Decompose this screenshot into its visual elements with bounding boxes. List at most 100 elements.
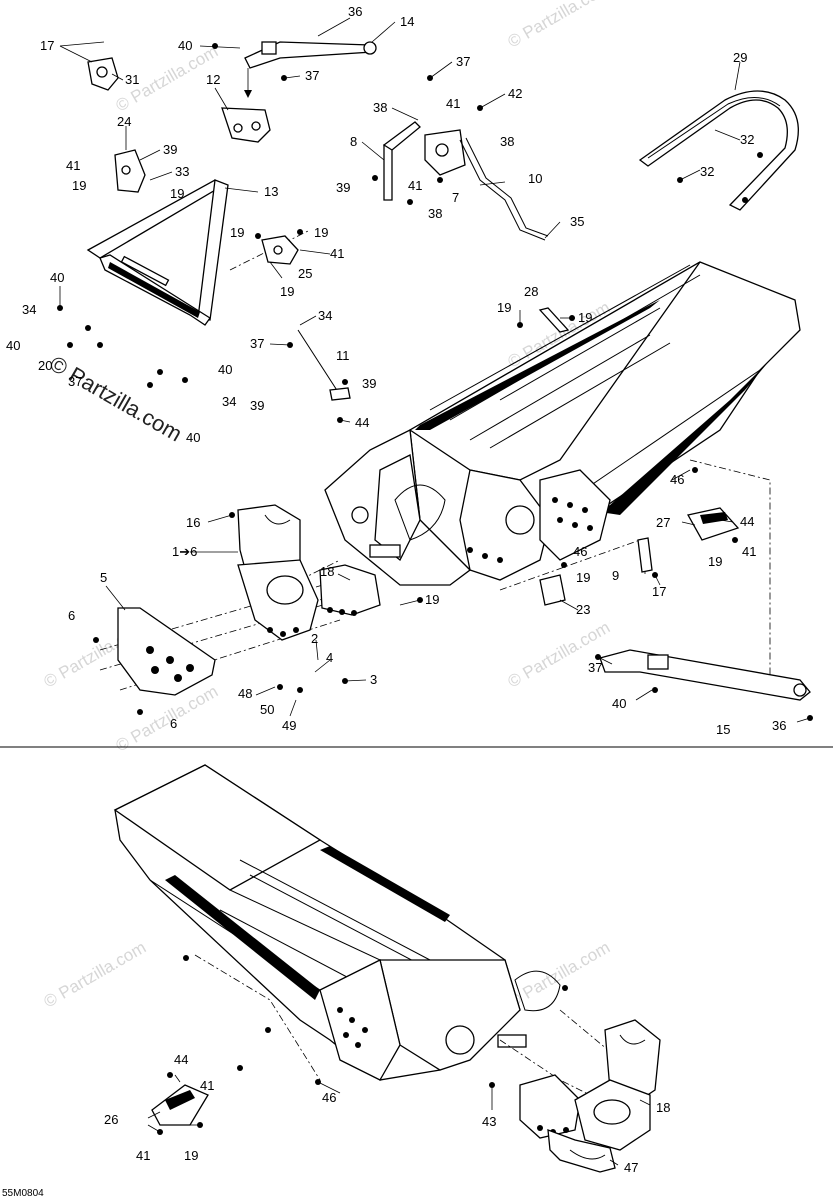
callout-8: 8	[350, 134, 357, 149]
callout-19: 19	[425, 592, 439, 607]
part-14-upper-arm	[244, 41, 377, 98]
callout-43: 43	[482, 1114, 496, 1129]
callout-10: 10	[528, 171, 542, 186]
part-10-link	[459, 137, 549, 241]
callout-35: 35	[570, 214, 584, 229]
watermark: © Partzilla.com	[41, 938, 150, 1012]
part-31-bracket	[87, 57, 119, 91]
part-47-skid-plate	[547, 1129, 616, 1173]
part-27-plate	[687, 507, 740, 541]
part-24-bracket	[114, 149, 146, 193]
callout-39: 39	[336, 180, 350, 195]
callout-9: 9	[612, 568, 619, 583]
callout-19: 19	[170, 186, 184, 201]
callout-41: 41	[136, 1148, 150, 1163]
tunnel-frame-bottom	[113, 764, 561, 1081]
watermark: © Partzilla.com	[505, 0, 614, 51]
callout-14: 14	[400, 14, 414, 29]
callout-19: 19	[184, 1148, 198, 1163]
callout-34: 34	[222, 394, 236, 409]
callout-34: 34	[318, 308, 332, 323]
callout-12: 12	[206, 72, 220, 87]
callout-32: 32	[740, 132, 754, 147]
watermark-main: © Partzilla.com	[46, 351, 187, 447]
callout-38: 38	[428, 206, 442, 221]
callout-41: 41	[408, 178, 422, 193]
callout-44: 44	[355, 415, 369, 430]
callout-19: 19	[576, 570, 590, 585]
callout-46: 46	[573, 544, 587, 559]
part-1-6-suspension-housing	[237, 559, 319, 641]
callout-36: 36	[772, 718, 786, 733]
callout-19: 19	[578, 310, 592, 325]
suspension-housing-bottom	[574, 1079, 651, 1151]
callout-37: 37	[305, 68, 319, 83]
part-15-lower-arm	[599, 649, 811, 701]
callout-24: 24	[117, 114, 131, 129]
callout-19: 19	[230, 225, 244, 240]
part-26-plate-bottom	[151, 1084, 209, 1126]
callout-42: 42	[508, 86, 522, 101]
callout-37: 37	[588, 660, 602, 675]
callout-19: 19	[280, 284, 294, 299]
callout-1-6: 1➔6	[172, 544, 197, 559]
callout-15: 15	[716, 722, 730, 737]
callout-41: 41	[742, 544, 756, 559]
callout-33: 33	[175, 164, 189, 179]
part-23-bracket	[539, 574, 566, 606]
part-8-bar	[382, 121, 421, 201]
callout-32: 32	[700, 164, 714, 179]
callout-19: 19	[72, 178, 86, 193]
callout-36: 36	[348, 4, 362, 19]
drawing-code: 55M0804	[2, 1188, 44, 1199]
callout-46: 46	[670, 472, 684, 487]
callout-19: 19	[497, 300, 511, 315]
callout-37: 37	[456, 54, 470, 69]
part-18-bracket	[319, 564, 381, 616]
callout-19: 19	[314, 225, 328, 240]
callout-41: 41	[330, 246, 344, 261]
callout-11: 11	[336, 348, 350, 363]
callout-5: 5	[100, 570, 107, 585]
callout-4: 4	[326, 650, 333, 665]
callout-40: 40	[218, 362, 232, 377]
callout-31: 31	[125, 72, 139, 87]
callout-17: 17	[652, 584, 666, 599]
callout-48: 48	[238, 686, 252, 701]
callout-40: 40	[178, 38, 192, 53]
part-11-rod	[297, 329, 351, 401]
callout-37: 37	[250, 336, 264, 351]
callout-23: 23	[576, 602, 590, 617]
part-9-clip	[637, 537, 653, 573]
callout-2: 2	[311, 631, 318, 646]
callout-18: 18	[320, 564, 334, 579]
callout-16: 16	[186, 515, 200, 530]
part-25-bracket	[261, 235, 299, 265]
callout-6: 6	[68, 608, 75, 623]
callout-17: 17	[40, 38, 54, 53]
callout-28: 28	[524, 284, 538, 299]
callout-39: 39	[250, 398, 264, 413]
callout-41: 41	[66, 158, 80, 173]
part-29-bumper	[638, 90, 799, 211]
part-28-clip	[538, 307, 570, 333]
callout-40: 40	[50, 270, 64, 285]
callout-3: 3	[370, 672, 377, 687]
callout-50: 50	[260, 702, 274, 717]
callout-44: 44	[740, 514, 754, 529]
callout-13: 13	[264, 184, 278, 199]
callout-19: 19	[708, 554, 722, 569]
callout-25: 25	[298, 266, 312, 281]
callout-40: 40	[6, 338, 20, 353]
callout-6: 6	[170, 716, 177, 731]
callout-20: 20	[38, 358, 52, 373]
callout-34: 34	[22, 302, 36, 317]
leader-lines	[59, 17, 811, 1166]
part-13-a-frame	[86, 179, 229, 326]
watermark: © Partzilla.com	[505, 938, 614, 1012]
callout-27: 27	[656, 515, 670, 530]
callout-41: 41	[200, 1078, 214, 1093]
tunnel-frame-top	[324, 261, 801, 586]
part-5-side-plate	[117, 607, 216, 696]
